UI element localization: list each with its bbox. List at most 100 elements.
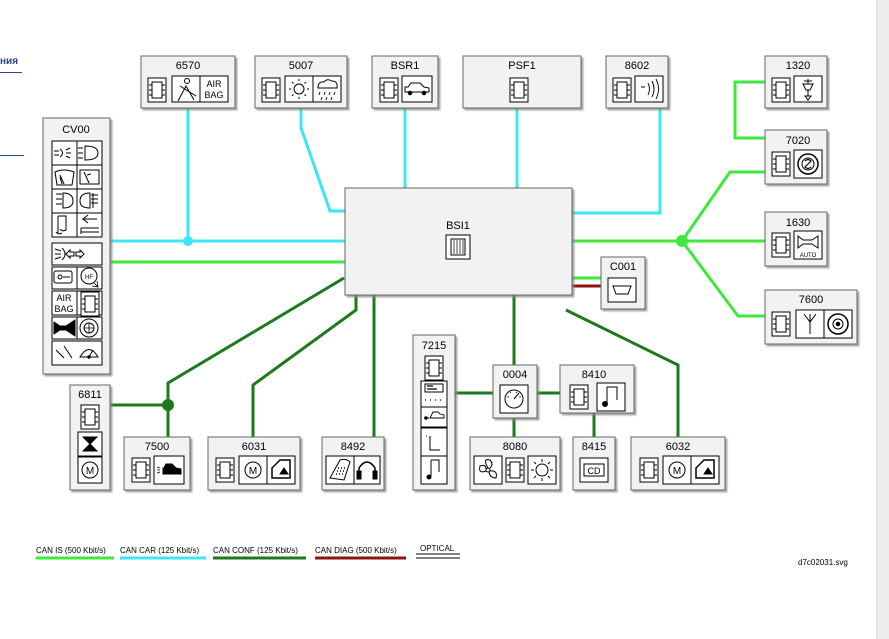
module-7215[interactable]: 7215 [412, 334, 456, 491]
module-7215-label: 7215 [422, 340, 446, 352]
module-8415[interactable]: 8415 CD [572, 436, 616, 491]
svg-text:CD: CD [588, 466, 601, 476]
svg-text:AIR: AIR [56, 293, 72, 303]
wiper-stalk-icon [55, 345, 73, 359]
svg-text:CAN IS (500 Kbit/s): CAN IS (500 Kbit/s) [36, 546, 106, 555]
module-6032-label: 6032 [666, 441, 690, 453]
instrument-panel-icon [499, 384, 529, 414]
wire-7020 [680, 170, 765, 242]
module-psf1[interactable]: PSF1 [462, 55, 582, 109]
module-c001-label: C001 [610, 261, 636, 273]
turn-signal-icon [80, 214, 99, 234]
module-1630[interactable]: 1630 AUTO [764, 211, 828, 267]
module-cv00[interactable]: CV00 HF AIR BAG [42, 117, 111, 375]
wire-6032 [565, 308, 680, 437]
headlight-adjust-icon [77, 431, 103, 457]
legend: CAN IS (500 Kbit/s) CAN CAR (125 Kbit/s)… [36, 544, 460, 560]
sensor-waves-icon [634, 75, 664, 103]
headset-icon [353, 455, 381, 485]
svg-text:M: M [86, 466, 94, 477]
junction-can-car [183, 236, 193, 246]
cv00-icon-grid [51, 140, 103, 366]
airbag-icon: AIR BAG [199, 75, 229, 103]
windscreen-wiper-icon [54, 169, 75, 186]
module-bsi1-label: BSI1 [446, 220, 470, 232]
wire-7500-6811 [166, 276, 345, 437]
motor-icon: M [77, 456, 103, 484]
module-8492[interactable]: 8492 [321, 436, 385, 491]
motor-icon: M [238, 455, 268, 485]
module-8492-label: 8492 [341, 441, 365, 453]
module-6570[interactable]: 6570 AIR BAG [140, 55, 236, 109]
trip-computer-icon [420, 406, 448, 428]
svg-text:AUTO: AUTO [800, 253, 817, 259]
wire-5007 [299, 108, 345, 213]
legend-optical: OPTICAL [416, 544, 460, 559]
module-7020-label: 7020 [786, 135, 810, 147]
svg-text:CAN CONF (125 Kbit/s): CAN CONF (125 Kbit/s) [213, 546, 298, 555]
air-conditioning-icon [527, 455, 557, 485]
legend-can-car: CAN CAR (125 Kbit/s) [120, 546, 206, 560]
module-7020[interactable]: 7020 [764, 129, 828, 185]
abs-esp-icon [793, 149, 823, 179]
junction-can-conf [162, 399, 174, 411]
injector-icon [793, 75, 823, 103]
junction-can-is [676, 235, 688, 247]
scrollbar[interactable] [876, 0, 889, 639]
audio-icon [420, 455, 448, 485]
motor-icon: M [662, 455, 692, 485]
module-7600[interactable]: 7600 [764, 289, 858, 345]
horn-icon [53, 319, 76, 337]
antenna-icon [795, 309, 825, 339]
module-6811[interactable]: 6811 M [69, 384, 111, 491]
module-8410[interactable]: 8410 [559, 364, 635, 414]
module-7600-label: 7600 [799, 294, 823, 306]
module-8602-label: 8602 [625, 60, 649, 72]
svg-text:OPTICAL: OPTICAL [420, 544, 455, 553]
legend-can-conf: CAN CONF (125 Kbit/s) [213, 546, 306, 560]
module-0004[interactable]: 0004 [492, 364, 538, 419]
module-6031[interactable]: 6031 M [207, 436, 301, 491]
cv00-icons: HF AIR BAG [53, 145, 100, 359]
fog-light-icon [56, 192, 74, 209]
module-8602[interactable]: 8602 [605, 55, 669, 109]
svg-text:HF: HF [85, 275, 93, 281]
rain-icon [312, 75, 342, 103]
module-6031-label: 6031 [242, 441, 266, 453]
cv00-airbag-icon: AIR BAG [54, 293, 73, 314]
module-c001[interactable]: C001 [600, 256, 646, 310]
fan-icon [473, 455, 503, 485]
parking-sensor-icon [153, 455, 185, 485]
legend-can-is: CAN IS (500 Kbit/s) [36, 546, 114, 560]
module-8080[interactable]: 8080 [469, 436, 561, 491]
module-bsi1[interactable]: BSI1 [344, 187, 573, 296]
rear-wiper-icon [79, 169, 100, 185]
side-note-divider [0, 155, 24, 156]
car-icon [401, 75, 433, 103]
module-1320[interactable]: 1320 [764, 55, 828, 109]
module-5007[interactable]: 5007 [254, 55, 348, 109]
module-cv00-label: CV00 [62, 124, 90, 136]
direction-indicator-icon [54, 247, 85, 261]
seatbelt-icon [171, 75, 201, 103]
wire-8602 [572, 108, 662, 215]
module-psf1-label: PSF1 [508, 60, 536, 72]
module-6032[interactable]: 6032 M [630, 436, 726, 491]
radio-music-icon [596, 382, 626, 412]
key-card-icon [53, 270, 73, 284]
file-name-caption: d7c02031.svg [798, 558, 848, 567]
wire-1320-7020 [733, 80, 765, 140]
display-panel-icon [420, 427, 448, 457]
fusebox-icon [445, 234, 471, 260]
svg-text:BAG: BAG [204, 90, 223, 100]
cd-changer-icon: CD [579, 457, 609, 483]
module-8415-label: 8415 [582, 441, 606, 453]
module-8080-label: 8080 [503, 441, 527, 453]
module-bsr1[interactable]: BSR1 [371, 55, 439, 109]
module-8410-label: 8410 [582, 369, 606, 381]
hf-phone-icon: HF [80, 267, 99, 288]
svg-text:AIR: AIR [206, 79, 222, 89]
wire-6031 [251, 295, 358, 437]
module-7500[interactable]: 7500 [123, 436, 191, 491]
